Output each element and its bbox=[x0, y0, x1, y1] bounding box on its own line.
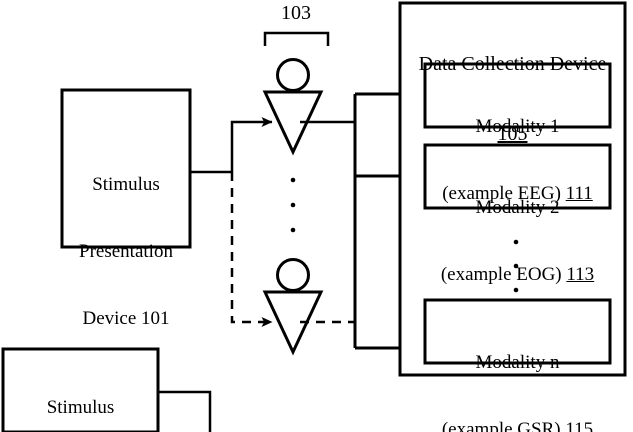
stimulus-device-line3: Device 101 bbox=[82, 307, 170, 329]
stimulus-device-label: Stimulus Presentation Device 101 bbox=[62, 130, 190, 374]
modality-1-ref: 111 bbox=[565, 183, 593, 205]
modality-2-ref: 113 bbox=[566, 264, 595, 286]
subjects-bracket-label: 103 bbox=[281, 2, 311, 24]
data-collection-device-label: Data Collection Device 105 bbox=[400, 6, 625, 193]
stimulus-to-subject1-line bbox=[230, 117, 273, 172]
modality-n-line1: Modality n bbox=[475, 352, 560, 374]
subjects-ellipsis bbox=[290, 177, 296, 233]
stimulus-device-line1: Stimulus bbox=[92, 174, 160, 196]
stimulus-repository-label: Stimulus Attributes Repository 131 bbox=[3, 353, 158, 432]
modality-n-label: Modality n (example GSR) 115 bbox=[425, 308, 610, 432]
modalities-ellipsis bbox=[513, 239, 519, 293]
subjectn-head-icon bbox=[276, 258, 310, 292]
modality-n-box bbox=[423, 298, 612, 365]
modality-n-line2: (example GSR) bbox=[441, 419, 561, 432]
modality-2-label: Modality 2 (example EOG) 113 bbox=[425, 153, 610, 331]
repository-connector-line bbox=[158, 390, 212, 432]
stimulus-device-box bbox=[60, 88, 192, 249]
modality-1-line1: Modality 1 bbox=[475, 116, 560, 138]
data-collection-device-title: Data Collection Device bbox=[418, 52, 607, 75]
modality-1-label: Modality 1 (example EEG) 111 bbox=[425, 72, 610, 250]
modality-2-line2-wrap: (example EOG) 113 bbox=[425, 264, 610, 286]
modality-1-box bbox=[423, 62, 612, 129]
stimulus-device-line2: Presentation bbox=[79, 241, 173, 263]
modality-2-line2: (example EOG) bbox=[440, 264, 562, 286]
modality-1-line2: (example EEG) bbox=[442, 183, 561, 205]
stimulus-to-subjectn-line bbox=[230, 172, 273, 327]
subjects-bracket bbox=[263, 31, 330, 46]
stimulus-repository-box bbox=[1, 347, 160, 432]
modality-n-line2-wrap: (example GSR) 115 bbox=[425, 419, 610, 432]
modality-2-box bbox=[423, 143, 612, 210]
modality-1-line2-wrap: (example EEG) 111 bbox=[425, 183, 610, 205]
modality-2-line1: Modality 2 bbox=[475, 197, 560, 219]
data-collection-device-ref: 105 bbox=[497, 122, 528, 145]
data-collection-device-box bbox=[398, 1, 627, 377]
subject1-head-icon bbox=[276, 58, 310, 92]
subjectn-body-icon bbox=[262, 290, 324, 356]
stimulus-repository-line1: Stimulus bbox=[46, 397, 115, 419]
modality-n-ref: 115 bbox=[565, 419, 594, 432]
